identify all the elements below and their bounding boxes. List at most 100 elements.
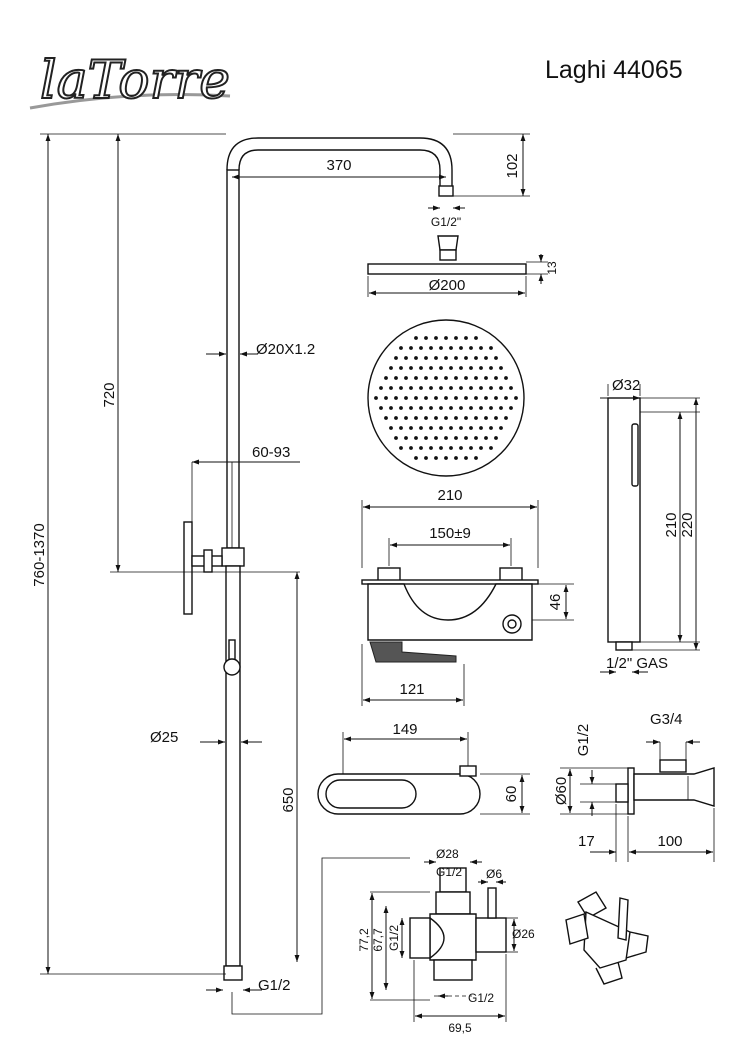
nozzle-dot (494, 396, 498, 400)
nozzle-dot (409, 446, 413, 450)
nozzle-dot (509, 406, 513, 410)
nozzle-dot (414, 456, 418, 460)
nozzle-dot (414, 336, 418, 340)
dim-pipe: Ø20X1.2 (256, 341, 315, 358)
dim-lower-height: 650 (280, 787, 297, 812)
nozzle-dot (449, 406, 453, 410)
nozzle-dot (489, 386, 493, 390)
nozzle-dot (429, 386, 433, 390)
nozzle-dot (449, 366, 453, 370)
nozzle-dot (409, 406, 413, 410)
nozzle-dot (454, 356, 458, 360)
nozzle-dot (424, 336, 428, 340)
nozzle-dot (384, 396, 388, 400)
nozzle-dot (489, 426, 493, 430)
nozzle-dot (379, 386, 383, 390)
nozzle-dot (504, 416, 508, 420)
nozzle-dot (469, 426, 473, 430)
holder-knob (223, 658, 241, 676)
nozzle-dot (429, 366, 433, 370)
nozzle-dot (464, 396, 468, 400)
mixer-front: 210 150±9 46 121 (361, 487, 574, 706)
head-ball-joint (437, 235, 459, 251)
nozzle-dot (449, 346, 453, 350)
dim-hand-len-a: 210 (663, 512, 680, 537)
nozzle-dot (449, 386, 453, 390)
nozzle-dot (404, 436, 408, 440)
nozzle-dot (389, 366, 393, 370)
dim-hand-diameter: Ø32 (612, 377, 640, 394)
nozzle-dot (499, 386, 503, 390)
dim-eccentric-len: 100 (657, 833, 682, 850)
nozzle-dot (454, 376, 458, 380)
diverter-knob-body (475, 917, 507, 953)
nozzle-dot (444, 356, 448, 360)
nozzle-dot (439, 426, 443, 430)
nozzle-dot (399, 446, 403, 450)
nozzle-dot (424, 376, 428, 380)
nozzle-dot (484, 416, 488, 420)
nozzle-dot (434, 416, 438, 420)
nozzle-dot (489, 366, 493, 370)
nozzle-dot (444, 436, 448, 440)
nozzle-dot (379, 406, 383, 410)
dim-div-top-thread: G1/2 (436, 865, 462, 879)
nozzle-dot (454, 436, 458, 440)
nozzle-dot (479, 386, 483, 390)
dim-mixer-spout: 121 (399, 681, 424, 698)
column-dimensions: 760-1370 720 650 370 102 G1/2" Ø20X1.2 6… (31, 133, 530, 1015)
nozzle-dot (424, 416, 428, 420)
nozzle-dot (499, 426, 503, 430)
nozzle-dot (399, 386, 403, 390)
nozzle-dot (474, 336, 478, 340)
dim-div-bottom-thread: G1/2 (468, 991, 494, 1005)
nozzle-dot (389, 386, 393, 390)
brand-logo: laTorre (29, 50, 231, 112)
dim-eccentric-depth: 17 (578, 833, 595, 850)
diverter-3d-knob (617, 897, 629, 941)
shower-column (183, 137, 454, 981)
nozzle-dot (429, 446, 433, 450)
logo-wordmark: laTorre (40, 51, 230, 111)
nozzle-dot (419, 406, 423, 410)
nozzle-dot (419, 366, 423, 370)
nozzle-dot (429, 346, 433, 350)
upper-pipe (226, 169, 240, 549)
nozzle-dot (474, 396, 478, 400)
nozzle-dot (404, 356, 408, 360)
nozzle-dot (384, 416, 388, 420)
nozzle-dot (489, 446, 493, 450)
nozzle-dot (459, 406, 463, 410)
diverter-side-inlet (409, 917, 431, 959)
nozzle-dot (469, 406, 473, 410)
shower-arm-inner (238, 149, 441, 186)
mixer-top: 149 60 (317, 721, 530, 815)
hand-shower-nut (615, 641, 633, 651)
dim-arm-drop: 102 (504, 153, 521, 178)
nozzle-dot (464, 436, 468, 440)
nozzle-dot (404, 396, 408, 400)
nozzle-dot (394, 416, 398, 420)
dim-arm-length: 370 (326, 157, 351, 174)
nozzle-dot (389, 406, 393, 410)
dim-wall-offset: 60-93 (252, 444, 290, 461)
nozzle-dot (439, 366, 443, 370)
nozzle-dot (434, 376, 438, 380)
nozzle-dot (449, 446, 453, 450)
nozzle-dot (454, 416, 458, 420)
nozzle-dot (409, 386, 413, 390)
nozzle-dot (419, 346, 423, 350)
nozzle-dot (414, 356, 418, 360)
nozzle-dot (489, 406, 493, 410)
nozzle-dot (479, 426, 483, 430)
dim-div-knob: Ø6 (486, 867, 502, 881)
arm-nut (438, 185, 454, 197)
nozzle-dot (434, 396, 438, 400)
dim-eccentric-out: G3/4 (650, 711, 683, 728)
nozzle-dot (499, 406, 503, 410)
nozzle-dot (429, 406, 433, 410)
mixer-spout (369, 641, 457, 663)
shower-head-top (367, 319, 525, 477)
nozzle-dot (464, 456, 468, 460)
nozzle-dot (444, 396, 448, 400)
